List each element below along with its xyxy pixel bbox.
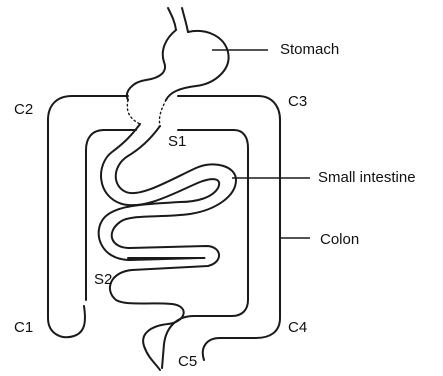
s2-label: S2	[94, 272, 112, 287]
stomach-label: Stomach	[280, 42, 339, 57]
esophagus	[168, 8, 176, 30]
c3-label: C3	[288, 94, 307, 109]
c5-label: C5	[178, 354, 197, 369]
c2-label: C2	[14, 102, 33, 117]
duodenum-dotted	[127, 100, 166, 126]
small-intestine-label: Small intestine	[318, 170, 416, 185]
colon-label: Colon	[320, 232, 359, 247]
colon-outer-right	[178, 96, 280, 360]
c4-label: C4	[288, 320, 307, 335]
stomach	[127, 30, 229, 100]
s1-label: S1	[168, 134, 186, 149]
esophagus-inner	[182, 8, 188, 32]
small-intestine-outer	[110, 126, 236, 370]
small-intestine-inner	[99, 124, 220, 260]
c1-label: C1	[14, 320, 33, 335]
